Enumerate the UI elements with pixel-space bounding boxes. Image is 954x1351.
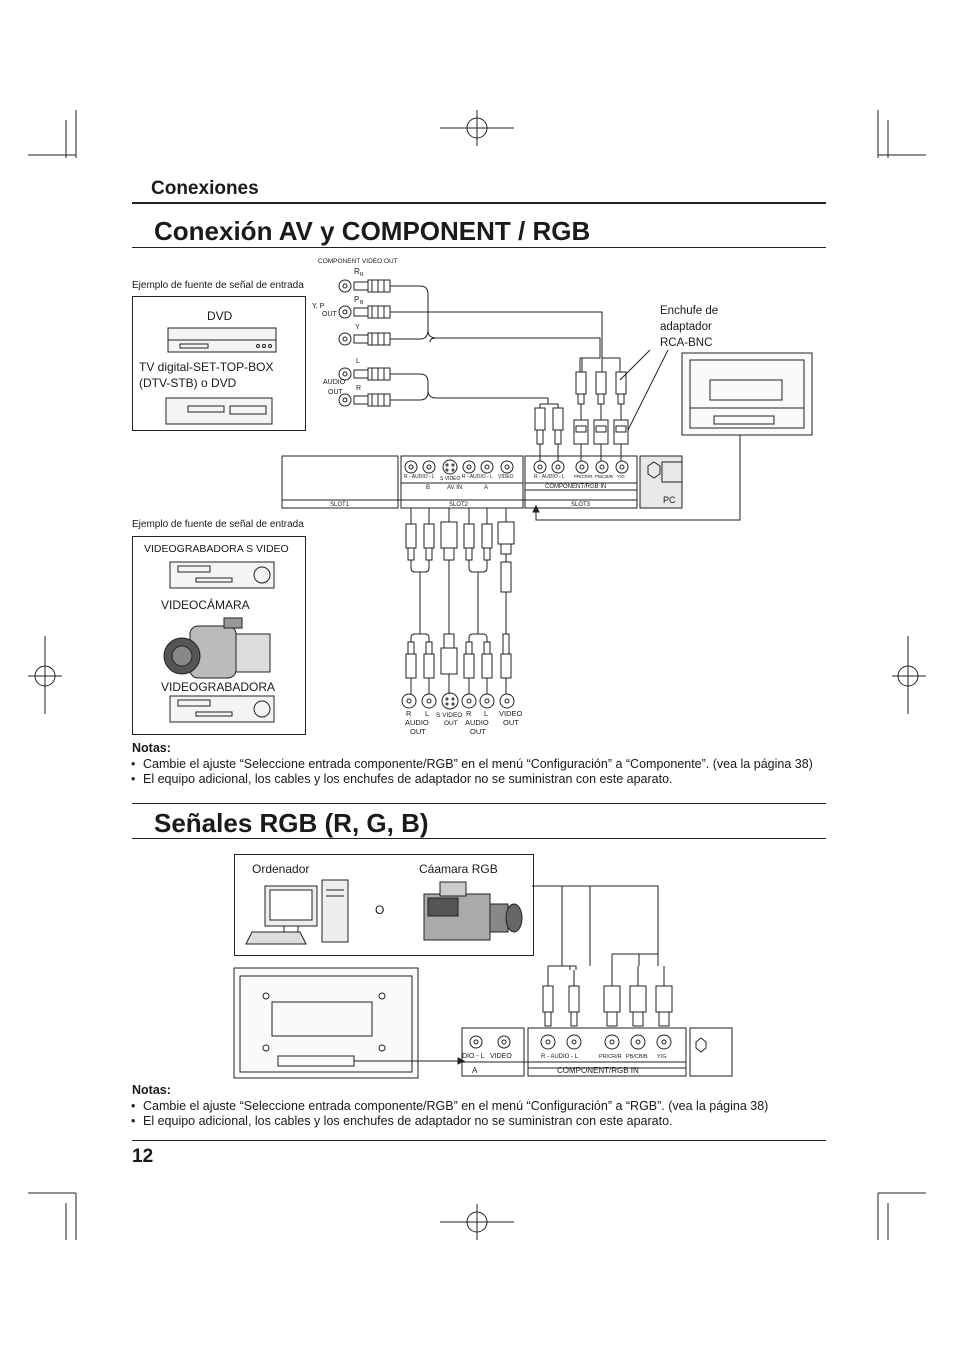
svg-text:VIDEO: VIDEO: [490, 1053, 512, 1060]
section-heading: Conexiones: [151, 178, 259, 199]
svg-text:OUT: OUT: [503, 718, 519, 727]
svg-text:L: L: [484, 709, 488, 718]
rgb-source-box: [234, 854, 534, 956]
svg-text:SLOT2: SLOT2: [449, 502, 469, 508]
set-top-box-icon: [165, 397, 273, 425]
av-component-diagram: COMPONENT VIDEO OUT R R P B Y, P OUT Y L…: [163, 258, 813, 736]
svg-text:P: P: [354, 295, 359, 304]
svg-text:OUT: OUT: [410, 727, 426, 736]
header-rule: [132, 202, 826, 204]
svg-text:Y/G: Y/G: [657, 1054, 666, 1060]
dtv-label: TV digital-SET-TOP-BOX: [139, 360, 274, 374]
title-rule: [132, 247, 826, 248]
svg-text:Y/G: Y/G: [617, 474, 625, 479]
dtv-label-2: (DTV-STB) o DVD: [139, 376, 237, 390]
svg-text:A: A: [472, 1066, 478, 1075]
svg-text:PR/CR/R: PR/CR/R: [599, 1054, 622, 1060]
svg-text:PC: PC: [663, 495, 676, 505]
computer-icon: [245, 879, 349, 945]
svg-text:R - AUDIO - L: R - AUDIO - L: [462, 474, 493, 480]
svg-text:B: B: [360, 300, 364, 306]
page-title: Conexión AV y COMPONENT / RGB: [154, 216, 591, 246]
svg-text:PB/CB/B: PB/CB/B: [595, 474, 613, 479]
svg-text:B: B: [426, 485, 430, 491]
dvd-source-box: [132, 296, 306, 431]
svg-text:R: R: [360, 272, 364, 278]
svhs-label: VIDEOGRABADORA S VIDEO: [144, 543, 289, 555]
example-label: Ejemplo de fuente de señal de entrada: [132, 519, 304, 530]
svg-text:OUT: OUT: [470, 727, 486, 736]
svg-text:SLOT3: SLOT3: [571, 502, 591, 508]
note-item: El equipo adicional, los cables y los en…: [131, 772, 672, 786]
slot1-panel: [281, 455, 399, 509]
svg-text:AUDIO: AUDIO: [465, 718, 489, 727]
svg-text:PB/CB/B: PB/CB/B: [626, 1054, 648, 1060]
rgb-camera-icon: [423, 881, 523, 941]
svg-text:R: R: [466, 709, 472, 718]
svg-text:VIDEO: VIDEO: [499, 709, 523, 718]
note-item: Cambie el ajuste “Seleccione entrada com…: [131, 757, 813, 771]
svg-text:Y: Y: [355, 324, 360, 331]
svg-text:R: R: [354, 267, 360, 276]
svg-text:AUDIO: AUDIO: [323, 379, 346, 386]
adapter-label-2: adaptador: [660, 321, 712, 333]
or-label: O: [375, 903, 385, 917]
component-out-jacks: [338, 279, 352, 407]
svg-text:R: R: [406, 709, 412, 718]
source-output-jacks: [401, 692, 515, 710]
svg-text:DIO - L: DIO - L: [462, 1053, 485, 1060]
svg-text:VIDEO: VIDEO: [498, 474, 514, 480]
page-number: 12: [132, 1146, 154, 1167]
component-rgb-in-jacks: [533, 460, 629, 474]
section2-title-rule: [132, 838, 826, 839]
adapter-label-3: RCA-BNC: [660, 337, 713, 349]
computer-label: Ordenador: [252, 862, 310, 876]
section2-title: Señales RGB (R, G, B): [154, 808, 429, 838]
notes-title: Notas:: [132, 741, 171, 755]
svg-text:SLOT1: SLOT1: [330, 502, 350, 508]
svg-text:L: L: [356, 358, 360, 365]
svg-text:R: R: [356, 385, 361, 392]
camcorder-icon: [163, 617, 271, 679]
adapter-label: Enchufe de: [660, 305, 719, 317]
video-source-box: [132, 536, 306, 735]
vcr-label: VIDEOGRABADORA: [161, 680, 276, 694]
svg-text:Y, P: Y, P: [312, 303, 325, 310]
component-video-out-label: COMPONENT VIDEO OUT: [318, 258, 398, 265]
svg-text:A: A: [484, 485, 488, 491]
slot2-panel: [400, 455, 524, 509]
svg-text:OUT: OUT: [444, 720, 458, 727]
svg-text:PR/CR/R: PR/CR/R: [574, 474, 593, 479]
pc-port-panel: [639, 455, 683, 509]
svg-text:OUT: OUT: [328, 389, 344, 396]
svg-text:R - AUDIO - L: R - AUDIO - L: [534, 474, 565, 480]
svg-text:COMPONENT/RGB IN: COMPONENT/RGB IN: [557, 1066, 639, 1075]
dvd-label: DVD: [207, 309, 233, 323]
notes-title: Notas:: [132, 1083, 171, 1097]
note-item: El equipo adicional, los cables y los en…: [131, 1114, 672, 1128]
rca-plugs-left: [353, 279, 391, 407]
section2-top-rule: [132, 803, 826, 804]
footer-rule: [132, 1140, 826, 1141]
display-rear-icon: [233, 967, 419, 1079]
camera-label: Cáamara RGB: [419, 862, 498, 876]
av-in-jacks: [404, 459, 514, 475]
svg-text:S VIDEO: S VIDEO: [436, 712, 462, 719]
camcorder-label: VIDEOCÁMARA: [161, 598, 250, 612]
example-label: Ejemplo de fuente de señal de entrada: [132, 280, 304, 291]
svg-text:S VIDEO: S VIDEO: [440, 476, 460, 482]
note-item: Cambie el ajuste “Seleccione entrada com…: [131, 1099, 768, 1113]
svg-text:COMPONENT/RGB IN: COMPONENT/RGB IN: [545, 484, 606, 490]
rgb-diagram: DIO - L VIDEO R - AUDIO - L PR/CR/R PB/C…: [233, 879, 733, 1079]
svg-text:AV IN: AV IN: [447, 485, 462, 491]
svg-text:OUT: OUT: [322, 311, 338, 318]
svg-text:R - AUDIO - L: R - AUDIO - L: [404, 474, 435, 480]
svg-text:L: L: [425, 709, 429, 718]
svg-text:AUDIO: AUDIO: [405, 718, 429, 727]
display-rear-icon: [681, 352, 813, 436]
svg-text:R - AUDIO - L: R - AUDIO - L: [541, 1054, 579, 1060]
